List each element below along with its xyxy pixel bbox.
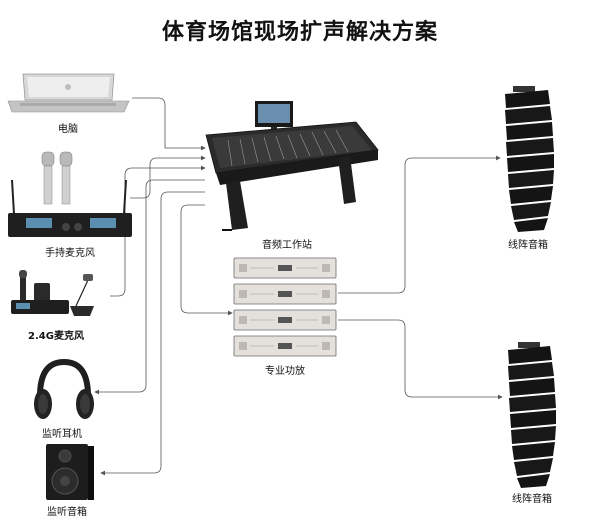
amplifier-unit — [233, 309, 337, 331]
amplifier-stack — [233, 257, 337, 357]
label-line-array-bottom: 线阵音箱 — [512, 494, 552, 505]
link-laptop-console — [132, 97, 206, 151]
label-mic-24g: 2.4G麦克风 — [28, 331, 84, 342]
link-amp-array-bottom — [338, 319, 503, 400]
link-console-headphones — [94, 179, 205, 395]
label-amplifier: 专业功放 — [265, 366, 305, 377]
link-amp-array-top — [338, 155, 501, 294]
label-line-array-top: 线阵音箱 — [508, 240, 548, 251]
link-console-amp — [180, 204, 233, 316]
label-handheld-mic: 手持麦克风 — [45, 248, 95, 259]
headphones-icon — [34, 358, 94, 419]
amplifier-unit — [233, 257, 337, 279]
amplifier-unit — [233, 335, 337, 357]
line-array-bottom-icon — [508, 342, 556, 488]
diagram-title: 体育场馆现场扩声解决方案 — [161, 20, 438, 45]
label-laptop: 电脑 — [58, 124, 78, 135]
laptop-icon — [7, 73, 130, 113]
amplifier-unit — [233, 283, 337, 305]
monitor-speaker-icon — [46, 444, 94, 500]
audio-console-icon — [205, 101, 379, 231]
label-headphones: 监听耳机 — [42, 429, 82, 440]
label-monitor-speaker: 监听音箱 — [47, 507, 87, 518]
label-workstation: 音频工作站 — [262, 240, 312, 251]
line-array-top-icon — [505, 86, 554, 232]
link-console-monitor — [100, 191, 205, 476]
handheld-mic-icon — [8, 151, 132, 237]
mic-24g-icon — [11, 270, 94, 316]
